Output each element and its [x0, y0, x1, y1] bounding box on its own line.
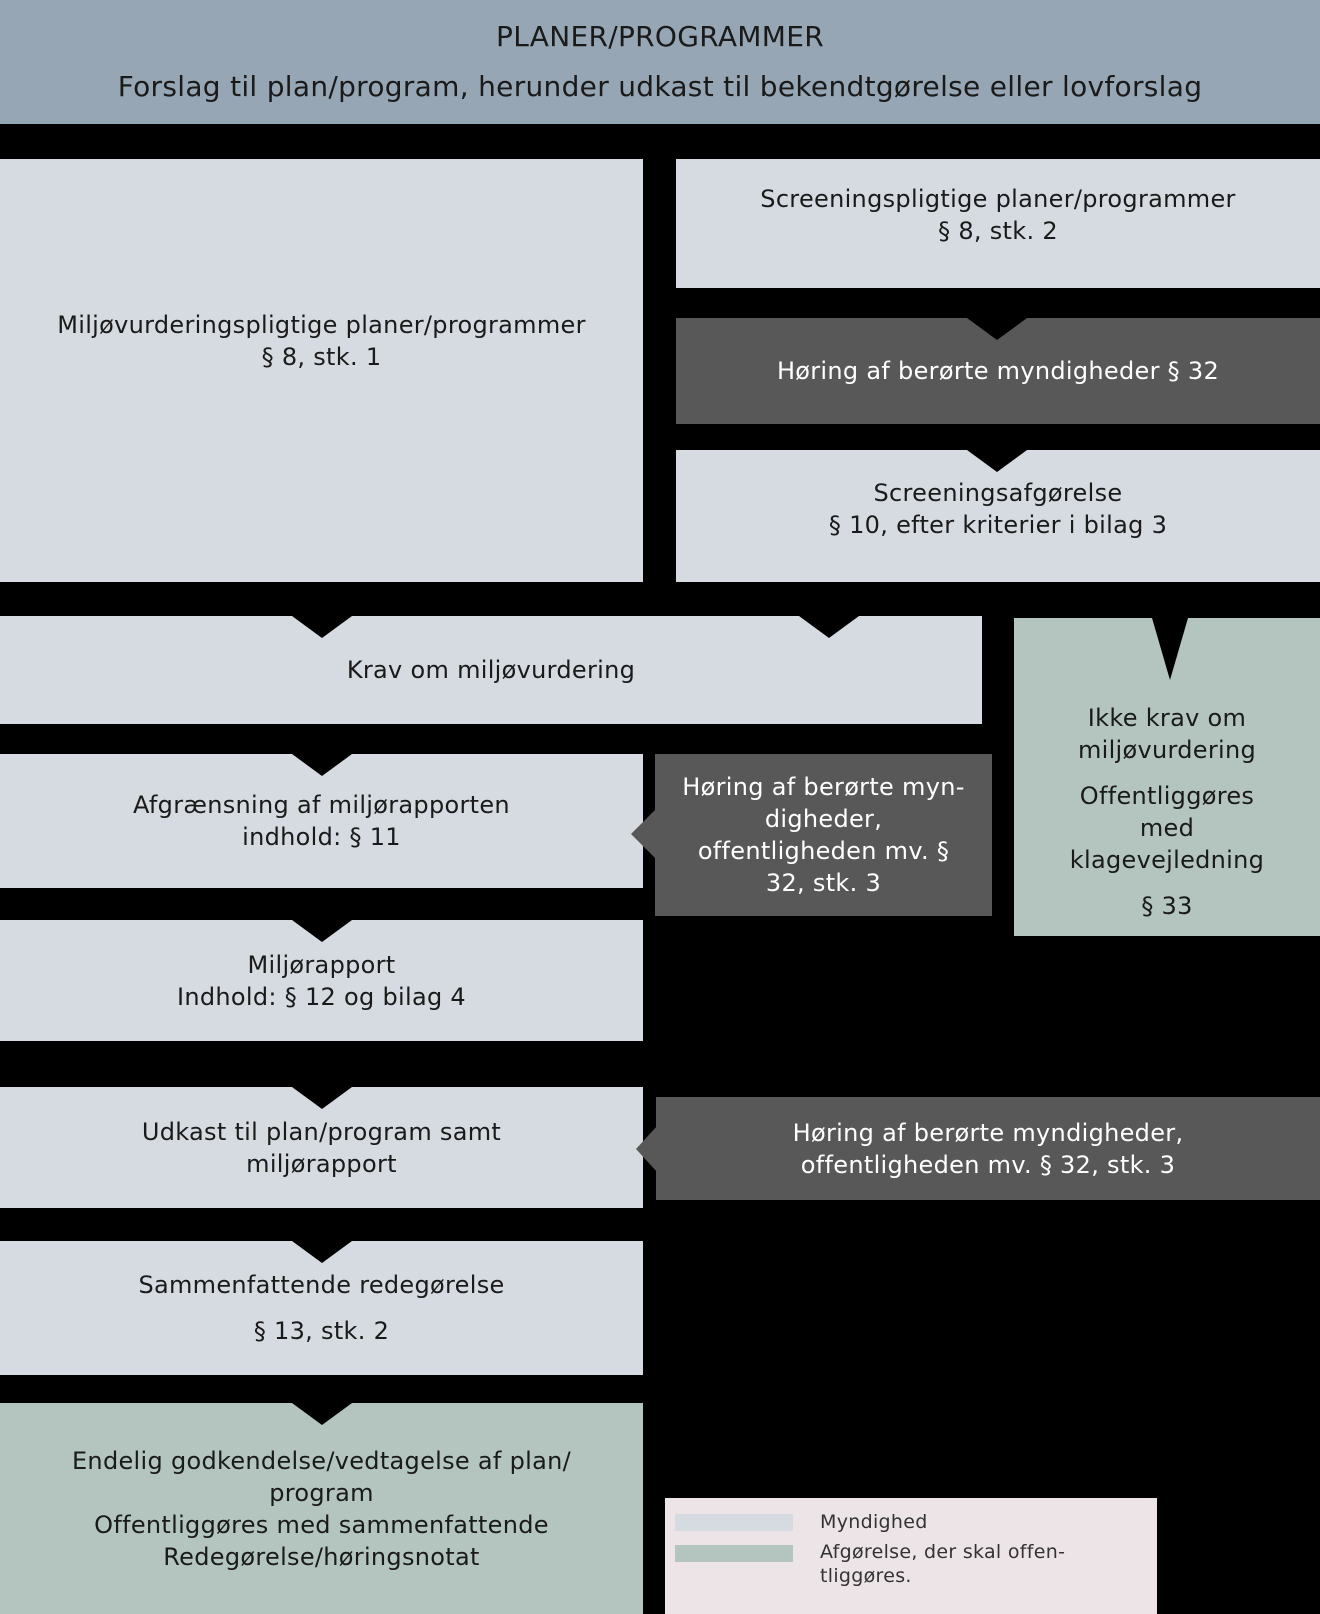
node-line: Høring af berørte myndigheder § 32: [776, 357, 1220, 385]
node-line: program: [269, 1478, 374, 1507]
node-line: Miljøvurderingspligtige planer/programme…: [57, 310, 586, 339]
node-line: § 33: [1141, 892, 1193, 920]
node-line: Krav om miljøvurdering: [346, 656, 636, 684]
arrow-down-icon: [1138, 582, 1202, 604]
arrow-left-icon: [631, 810, 655, 858]
node-line: Offentliggøres: [1079, 782, 1255, 810]
summary-box: Sammenfattende redegørelse § 13, stk. 2: [0, 1241, 643, 1375]
arrow-down-icon: [292, 1041, 352, 1055]
node-line: Miljørapport: [247, 950, 396, 979]
arrow-down-icon: [292, 582, 352, 604]
node-line: 32, stk. 3: [765, 869, 882, 897]
legend-label: Afgørelse, der skal offen-: [820, 1541, 1066, 1563]
hearing-draft-box: Høring af berørte myndigheder, offentlig…: [656, 1097, 1320, 1200]
screening-decision-box: Screeningsafgørelse § 10, efter kriterie…: [676, 450, 1320, 582]
env-required-plans-box: Miljøvurderingspligtige planer/programme…: [0, 159, 643, 582]
arrow-down-icon: [292, 1241, 352, 1263]
node-line: digheder,: [764, 805, 883, 833]
arrow-down-icon: [292, 754, 352, 776]
arrow-down-icon: [292, 616, 352, 638]
legend-swatch-publish: [675, 1545, 793, 1562]
node-line: Screeningspligtige planer/programmer: [760, 184, 1236, 213]
screening-plans-box: Screeningspligtige planer/programmer § 8…: [676, 159, 1320, 288]
arrow-down-icon: [799, 582, 859, 604]
node-line: Høring af berørte myndigheder,: [792, 1118, 1184, 1147]
arrow-left-icon: [636, 1125, 658, 1173]
node-line: miljørapport: [246, 1149, 397, 1178]
node-line: indhold: § 11: [242, 823, 401, 851]
arrow-down-icon: [292, 1208, 352, 1230]
arrow-down-icon: [967, 288, 1027, 310]
scoping-box: Afgrænsning af miljørapporten indhold: §…: [0, 754, 643, 888]
no-requirement-box: Ikke krav om miljøvurdering Offentliggør…: [1014, 618, 1320, 936]
legend-swatch-authority: [675, 1514, 793, 1531]
node-line: Redegørelse/høringsnotat: [163, 1542, 480, 1571]
node-line: Indhold: § 12 og bilag 4: [177, 982, 466, 1011]
node-line: § 10, efter kriterier i bilag 3: [828, 511, 1168, 539]
legend-label: tliggøres.: [820, 1565, 912, 1587]
node-line: offentligheden mv. §: [697, 837, 950, 865]
node-line: Afgrænsning af miljørapporten: [133, 791, 510, 819]
node-line: § 8, stk. 1: [261, 342, 382, 371]
node-line: Screeningsafgørelse: [873, 479, 1123, 507]
legend-label: Myndighed: [820, 1511, 928, 1533]
legend-label-authority: Myndighed: [820, 1510, 928, 1534]
hearing-scoping-box: Høring af berørte myn- digheder, offentl…: [655, 754, 992, 916]
node-line: Sammenfattende redegørelse: [138, 1271, 505, 1299]
arrow-down-icon: [292, 1375, 352, 1397]
header-title: PLANER/PROGRAMMER: [496, 20, 824, 53]
node-line: Høring af berørte myn-: [682, 773, 965, 801]
arrow-down-icon: [967, 318, 1027, 340]
arrow-down-icon: [292, 888, 352, 910]
node-line: med: [1139, 814, 1195, 842]
legend-label-publish: Afgørelse, der skal offen- tliggøres.: [820, 1540, 1065, 1588]
arrow-down-icon: [799, 616, 859, 638]
arrow-down-icon: [292, 1087, 352, 1109]
node-line: offentligheden mv. § 32, stk. 3: [800, 1150, 1176, 1179]
legend: Myndighed Afgørelse, der skal offen- tli…: [665, 1498, 1157, 1614]
node-line: § 8, stk. 2: [938, 216, 1058, 245]
header-subtitle: Forslag til plan/program, herunder udkas…: [117, 70, 1203, 103]
node-line: § 13, stk. 2: [253, 1317, 390, 1345]
final-box: Endelig godkendelse/vedtagelse af plan/ …: [0, 1403, 643, 1614]
header-box: PLANER/PROGRAMMER Forslag til plan/progr…: [0, 0, 1320, 124]
node-line: Ikke krav om: [1087, 704, 1247, 732]
arrow-down-icon: [967, 424, 1027, 446]
arrow-down-icon: [292, 1403, 352, 1425]
arrow-down-icon: [967, 450, 1027, 472]
node-line: Udkast til plan/program samt: [141, 1117, 502, 1146]
node-line: Offentliggøres med sammenfattende: [94, 1510, 549, 1539]
node-line: Endelig godkendelse/vedtagelse af plan/: [71, 1446, 572, 1475]
node-line: klagevejledning: [1069, 846, 1265, 874]
arrow-down-icon: [1152, 618, 1188, 680]
arrow-down-icon: [292, 724, 352, 746]
requirement-box: Krav om miljøvurdering: [0, 616, 982, 724]
arrow-down-icon: [292, 920, 352, 942]
node-line: miljøvurdering: [1077, 736, 1257, 764]
